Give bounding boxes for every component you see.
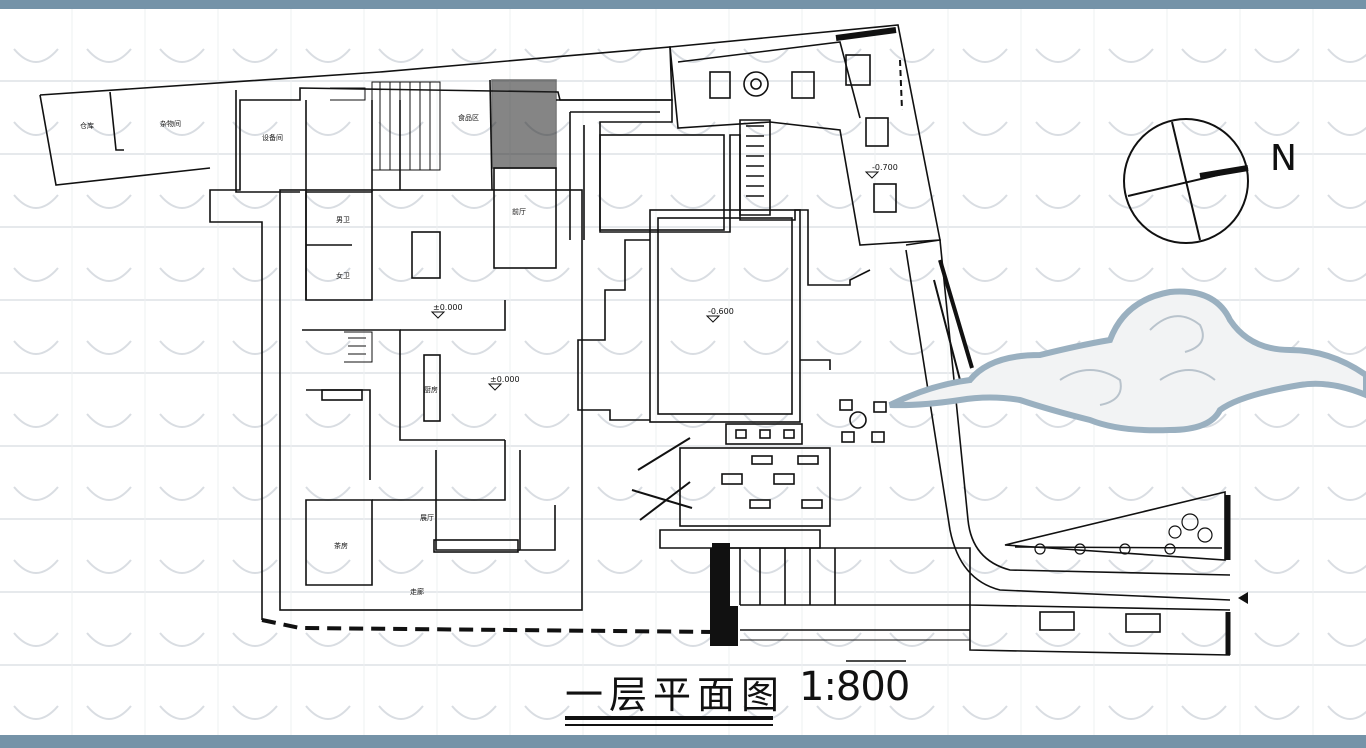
cloud-ornament bbox=[888, 288, 1366, 434]
level-marker-3: -0.700 bbox=[872, 163, 898, 172]
room-label-7: 前厅 bbox=[512, 207, 526, 216]
north-compass bbox=[1123, 118, 1249, 244]
title-underline-thin bbox=[565, 724, 773, 726]
room-label-6: 厨房 bbox=[424, 385, 438, 394]
compass-north-label: N bbox=[1270, 138, 1297, 179]
level-marker-1: ±0.000 bbox=[490, 375, 520, 384]
room-label-10: 走廊 bbox=[410, 587, 424, 596]
drawing-scale: 1:800 bbox=[799, 664, 910, 710]
top-band bbox=[0, 0, 1366, 9]
title-underline-thick bbox=[565, 716, 773, 720]
room-label-3: 食品区 bbox=[458, 113, 479, 122]
level-marker-0: ±0.000 bbox=[433, 303, 463, 312]
room-label-0: 仓库 bbox=[80, 121, 94, 130]
level-marker-2: -0.600 bbox=[708, 307, 734, 316]
room-label-4: 男卫 bbox=[336, 216, 350, 224]
room-label-1: 杂物间 bbox=[160, 119, 181, 128]
drawing-title: 一层平面图 bbox=[565, 673, 786, 717]
room-label-8: 茶房 bbox=[334, 541, 348, 550]
room-label-9: 展厅 bbox=[420, 514, 434, 522]
room-label-5: 女卫 bbox=[336, 271, 350, 280]
bottom-band bbox=[0, 735, 1366, 748]
room-label-2: 设备间 bbox=[262, 133, 283, 142]
